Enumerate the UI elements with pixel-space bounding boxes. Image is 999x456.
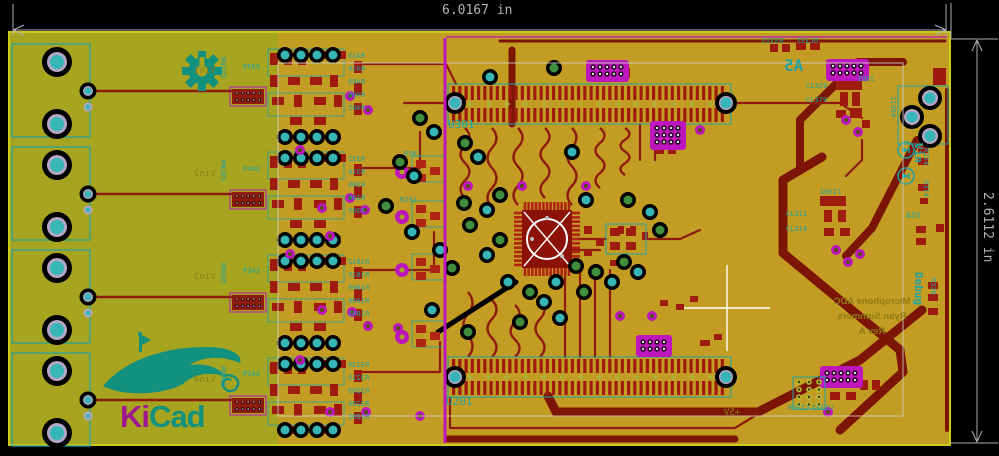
title-line-1: Microphone ADC (833, 296, 911, 307)
title-line-2: Ryan Summers (837, 311, 907, 322)
title-line-3: Rev A (858, 326, 886, 337)
kicad-logo-text: KiCad (120, 399, 206, 435)
kicad-logo-ki: Ki (120, 399, 150, 434)
title-block-mirrored: Microphone ADC Ryan Summers Rev A (831, 294, 913, 339)
kicad-logo-cad: Cad (149, 399, 206, 434)
